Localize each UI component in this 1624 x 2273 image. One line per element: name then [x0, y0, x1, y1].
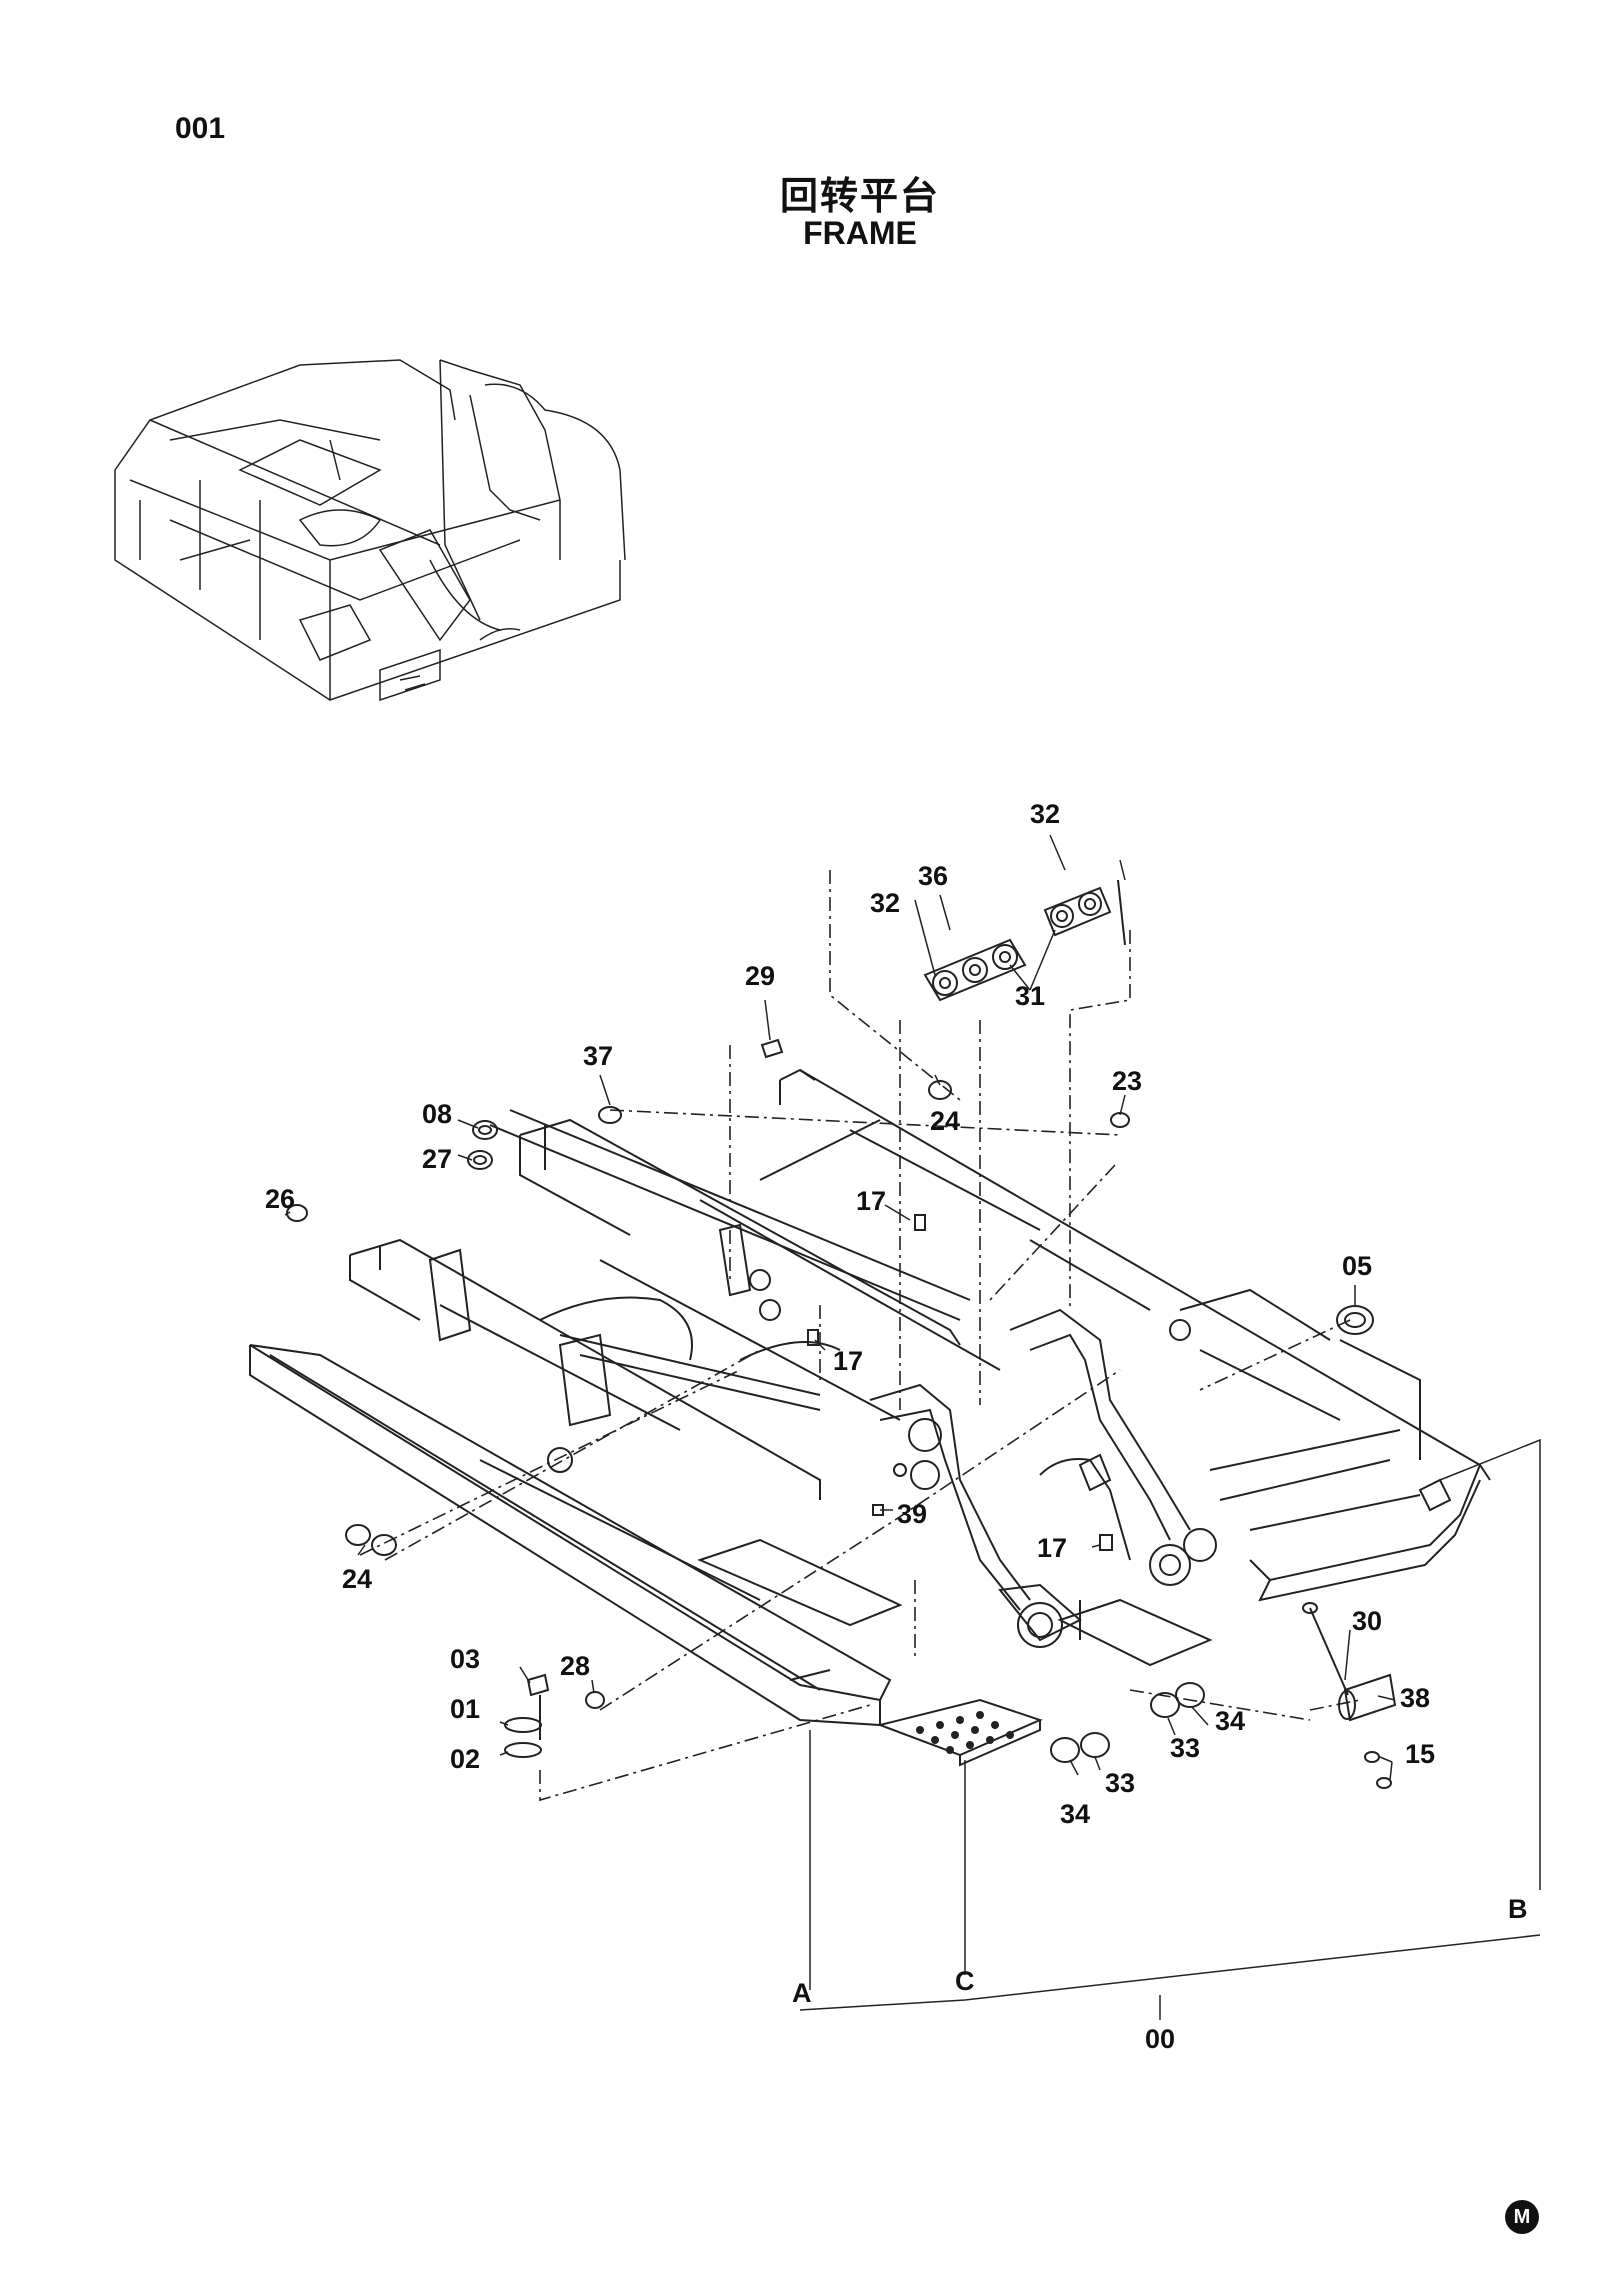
title-english: FRAME	[803, 215, 917, 251]
callout-17-upper: 17	[856, 1186, 886, 1216]
callout-00: 00	[1145, 2024, 1175, 2054]
callout-01: 01	[450, 1694, 480, 1724]
callout-34-lower: 34	[1060, 1799, 1090, 1829]
callout-28: 28	[560, 1651, 590, 1681]
callout-38: 38	[1400, 1683, 1430, 1713]
callout-03: 03	[450, 1644, 480, 1674]
callout-05: 05	[1342, 1251, 1372, 1281]
leader-lines	[359, 870, 1361, 1802]
main-frame-drawing	[249, 1068, 1491, 1767]
callout-32-left: 32	[870, 888, 900, 918]
callout-24-top: 24	[930, 1106, 960, 1136]
callout-15: 15	[1405, 1739, 1435, 1769]
callout-39: 39	[897, 1499, 927, 1529]
callout-37: 37	[583, 1041, 613, 1071]
callout-17-lower: 17	[1037, 1533, 1067, 1563]
callout-24-bottom: 24	[342, 1564, 372, 1594]
callout-02: 02	[450, 1744, 480, 1774]
callout-17-middle: 17	[833, 1346, 863, 1376]
circled-m-mark: M	[1505, 2200, 1539, 2234]
page-number: 001	[175, 112, 226, 145]
callout-leaders	[284, 834, 1541, 2020]
title-chinese: 回转平台	[779, 174, 940, 218]
callout-26: 26	[265, 1184, 295, 1214]
callout-29: 29	[745, 961, 775, 991]
callout-C: C	[955, 1966, 975, 1996]
machine-overview-illustration	[114, 359, 626, 702]
callout-31: 31	[1015, 981, 1045, 1011]
callout-33-lower: 33	[1105, 1768, 1135, 1798]
callout-33-upper: 33	[1170, 1733, 1200, 1763]
callout-A: A	[792, 1978, 812, 2008]
callout-B: B	[1508, 1894, 1528, 1924]
callout-36: 36	[918, 861, 948, 891]
callout-30: 30	[1352, 1606, 1382, 1636]
callout-32-top: 32	[1030, 799, 1060, 829]
callout-34-upper: 34	[1215, 1706, 1245, 1736]
callout-08: 08	[422, 1099, 452, 1129]
callout-23: 23	[1112, 1066, 1142, 1096]
callout-labels: 32 36 32 31 29 37 24 23 08 27 26 17 17 0…	[265, 799, 1528, 2054]
small-parts	[286, 879, 1397, 1789]
callout-27: 27	[422, 1144, 452, 1174]
